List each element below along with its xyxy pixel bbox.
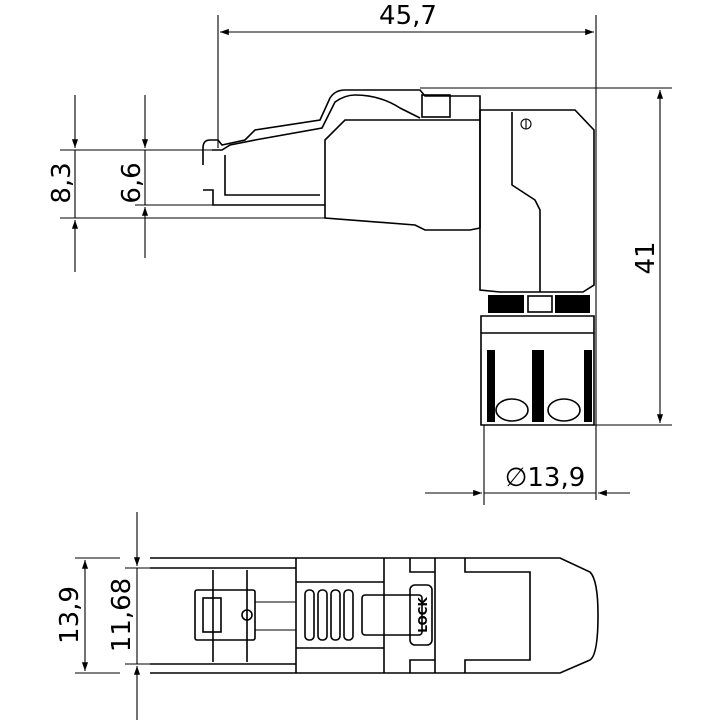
dimension-label-height: 41: [631, 241, 661, 274]
dimension-height: 41: [420, 87, 672, 426]
lock-label: LOCK: [416, 597, 430, 633]
dimension-length: 45,7: [217, 1, 597, 500]
dimension-label-11-68: 11,68: [107, 578, 137, 652]
dimension-label-diameter: ∅13,9: [505, 463, 586, 493]
side-view: [202, 89, 595, 426]
dimension-label-8-3: 8,3: [47, 162, 77, 203]
dimension-label-6-6: 6,6: [117, 162, 147, 203]
dimension-diameter: ∅13,9: [425, 425, 630, 505]
dimension-plug-heights: 8,3 6,6: [47, 95, 325, 272]
dimension-label-13-9: 13,9: [55, 586, 85, 644]
dimension-label-length: 45,7: [379, 1, 437, 31]
bottom-view: 13,9 11,68 LOCK: [55, 512, 599, 720]
